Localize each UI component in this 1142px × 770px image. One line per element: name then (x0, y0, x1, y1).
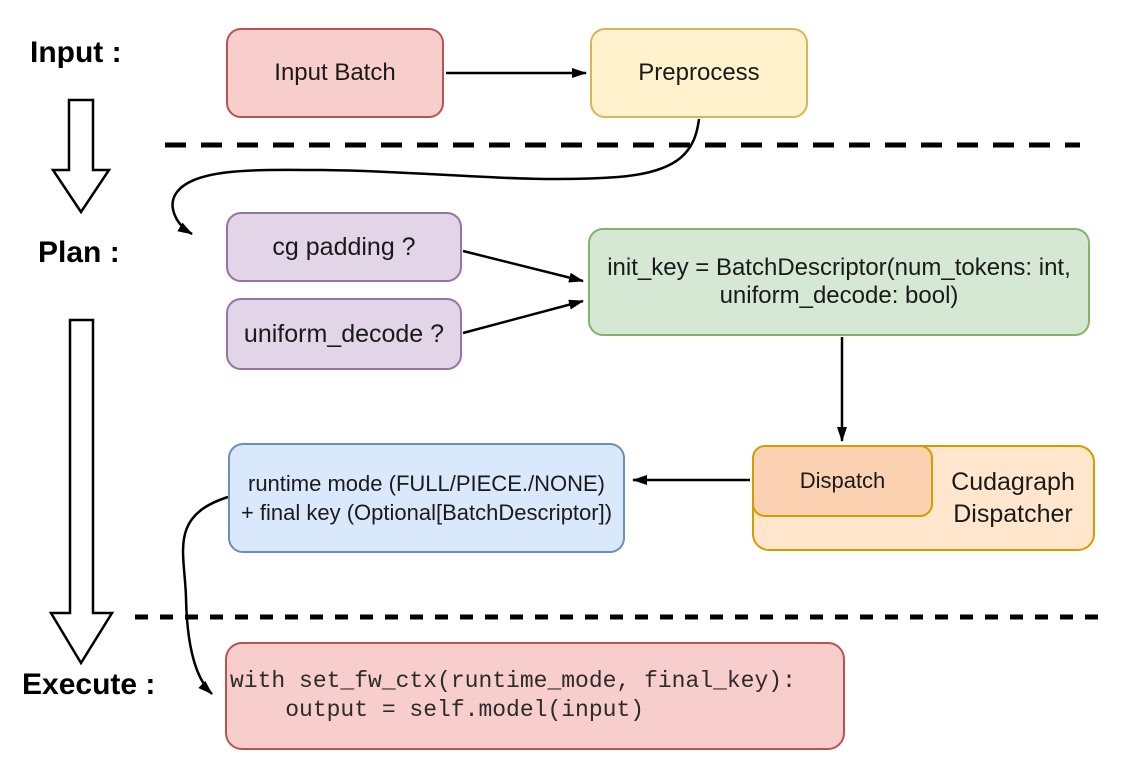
plan-phase-label: Plan : (38, 236, 120, 269)
node-init-key: init_key = BatchDescriptor(num_tokens: i… (588, 228, 1090, 336)
execute-phase-label: Execute : (22, 668, 156, 701)
node-execute-code: with set_fw_ctx(runtime_mode, final_key)… (225, 642, 845, 750)
node-dispatch: Dispatch (752, 445, 933, 517)
node-preprocess: Preprocess (590, 28, 808, 118)
edge-uniform-decode-to-init-key (462, 299, 584, 335)
input-phase-arrow (50, 98, 112, 215)
plan-phase-arrow (48, 318, 115, 666)
edge-runtime-mode-to-execute-code (181, 495, 229, 695)
node-runtime-mode-final-key: runtime mode (FULL/PIECE./NONE) + final … (228, 443, 625, 553)
input-phase-label: Input : (30, 36, 122, 69)
node-input-batch: Input Batch (226, 28, 444, 118)
cudagraph-dispatcher-label: Cudagraph Dispatcher (951, 467, 1075, 529)
edge-cg-padding-to-init-key (462, 249, 584, 283)
node-uniform-decode: uniform_decode ? (226, 298, 462, 370)
edge-preprocess-to-cg-padding (171, 118, 701, 236)
node-cg-padding: cg padding ? (226, 212, 462, 282)
